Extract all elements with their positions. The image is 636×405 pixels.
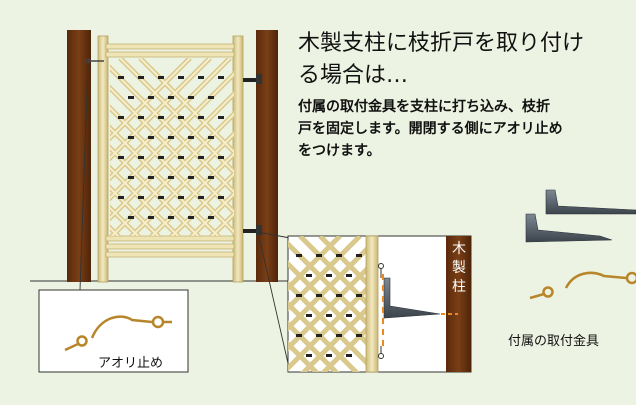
aori-stop-label: アオリ止め xyxy=(98,356,164,371)
fittings-hook-icon xyxy=(529,271,636,300)
heading-line-2: る場合は… xyxy=(298,63,409,88)
description-line-1: 付属の取付金具を支柱に打ち込み、枝折 xyxy=(298,99,550,115)
zoom-bamboo-frame xyxy=(365,235,379,373)
wood-post-char-3: 柱 xyxy=(452,279,466,295)
hook-and-eye-icon xyxy=(64,315,172,352)
gate-right-frame xyxy=(232,35,244,283)
upper-hinge-bracket xyxy=(243,74,262,84)
description-text: 付属の取付金具を支柱に打ち込み、枝折 戸を固定します。開閉する側にアオリ止め を… xyxy=(298,96,636,162)
wood-post-char-1: 木 xyxy=(452,241,466,257)
zoom-wood-post xyxy=(446,236,471,372)
zoom-lattice xyxy=(288,236,368,372)
description-line-3: をつけます。 xyxy=(298,143,381,159)
l-bracket-icon xyxy=(525,189,636,243)
wood-post-char-2: 製 xyxy=(452,260,466,276)
wood-post-label: 木 製 柱 xyxy=(448,240,470,297)
heading-line-1: 木製支柱に枝折戸を取り付け xyxy=(298,31,585,56)
description-line-2: 戸を固定します。開閉する側にアオリ止め xyxy=(298,121,563,137)
left-wood-post xyxy=(67,30,91,282)
right-wood-post xyxy=(256,30,278,282)
aori-callout-box xyxy=(38,289,189,373)
callout-line-left xyxy=(79,61,89,291)
gate-left-frame xyxy=(97,35,109,283)
gate-lattice xyxy=(110,58,234,236)
page-heading: 木製支柱に枝折戸を取り付け る場合は… xyxy=(298,28,636,92)
lower-hinge-bracket xyxy=(243,225,262,235)
fittings-label: 付属の取付金具 xyxy=(508,334,600,349)
